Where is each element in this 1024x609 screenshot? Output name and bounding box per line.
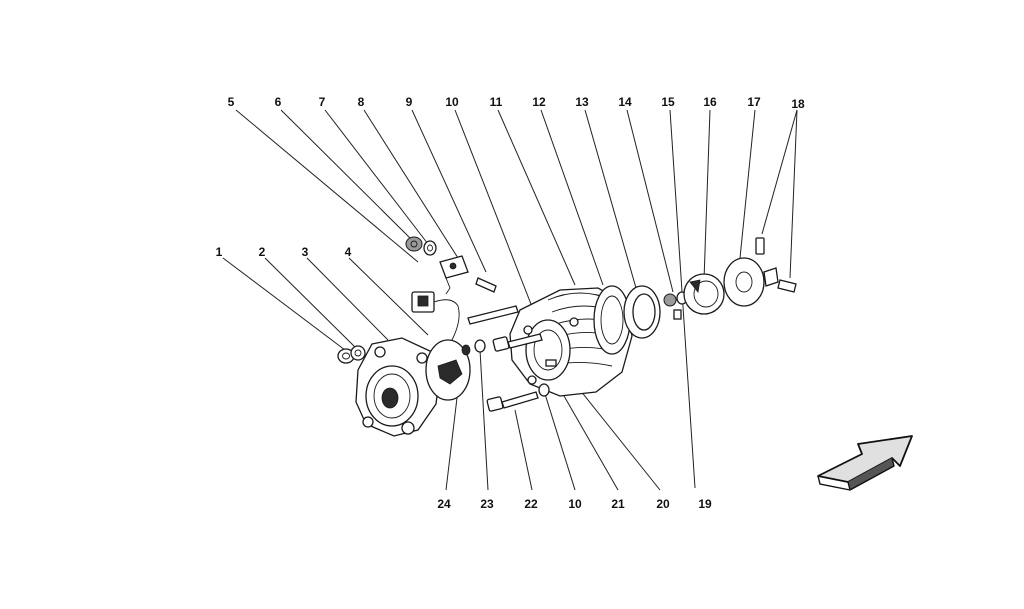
part-18-pins <box>755 237 797 293</box>
part-2-washer <box>350 345 366 361</box>
callout-22: 22 <box>524 497 538 511</box>
callout-3: 3 <box>302 245 309 259</box>
callout-13: 13 <box>575 95 589 109</box>
callout-12: 12 <box>532 95 546 109</box>
callout-10: 10 <box>445 95 459 109</box>
stud-long <box>467 305 519 325</box>
part-3-rear-cover <box>355 337 441 437</box>
electrical-connector <box>411 291 459 313</box>
part-6-nut <box>405 236 423 252</box>
callout-7: 7 <box>319 95 326 109</box>
part-8-stud <box>475 277 497 293</box>
part-20-pin <box>545 359 557 367</box>
callout-labels-top: 5 6 7 8 9 10 11 12 13 14 15 16 17 18 <box>228 95 805 111</box>
part-21-washer <box>538 383 550 397</box>
leader-lines <box>222 109 798 491</box>
callout-5: 5 <box>228 95 235 109</box>
callout-19: 19 <box>698 497 712 511</box>
part-14-nut <box>663 293 677 307</box>
callout-labels-left: 1 2 3 4 <box>216 245 352 259</box>
front-direction-arrow-icon <box>817 435 913 491</box>
callout-23: 23 <box>480 497 494 511</box>
callout-20: 20 <box>656 497 670 511</box>
callout-11: 11 <box>490 95 503 109</box>
part-16-fan <box>683 273 725 315</box>
callout-labels-bottom: 24 23 22 10 21 20 19 <box>437 497 712 511</box>
callout-17: 17 <box>747 95 761 109</box>
callout-9: 9 <box>406 95 413 109</box>
part-7-washer <box>423 240 437 256</box>
callout-18: 18 <box>791 97 805 111</box>
part-4-sensor-plate <box>425 305 471 401</box>
part-17-pulley-hub <box>723 257 779 307</box>
bolt-upper <box>492 333 543 352</box>
part-22-bolt <box>486 391 539 412</box>
callout-24: 24 <box>437 497 451 511</box>
callout-10-b: 10 <box>568 497 582 511</box>
callout-15: 15 <box>661 95 675 109</box>
callout-14: 14 <box>618 95 632 109</box>
part-19-key <box>673 309 682 320</box>
part-5-bracket <box>439 255 469 295</box>
callout-21: 21 <box>611 497 625 511</box>
part-24-washer <box>461 344 471 356</box>
callout-16: 16 <box>703 95 717 109</box>
callout-8: 8 <box>358 95 365 109</box>
callout-2: 2 <box>259 245 266 259</box>
part-13-seal-ring <box>623 285 661 339</box>
callout-1: 1 <box>216 245 223 259</box>
callout-6: 6 <box>275 95 282 109</box>
part-23-screw <box>474 339 486 353</box>
callout-4: 4 <box>345 245 352 259</box>
